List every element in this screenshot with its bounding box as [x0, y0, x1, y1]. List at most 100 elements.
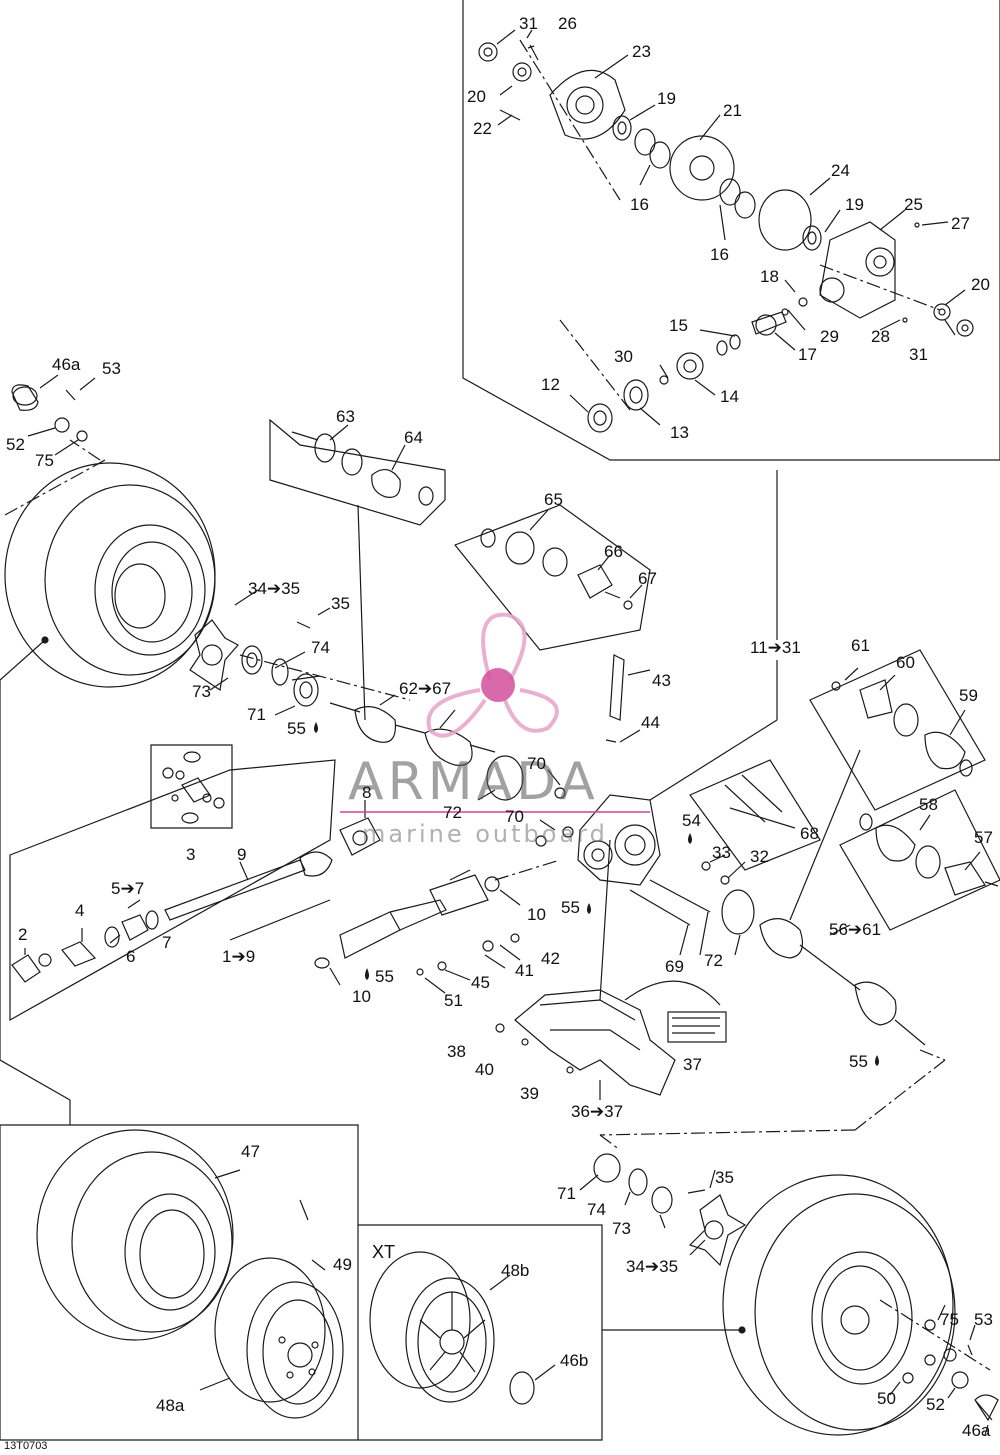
callout-55: 55: [375, 967, 394, 986]
callout-25: 25: [904, 195, 923, 214]
callout-24: 24: [831, 161, 850, 180]
callout-17: 17: [798, 345, 817, 364]
wheel-variants-frame: [0, 1124, 603, 1441]
callout-72: 72: [704, 951, 723, 970]
callout-15: 15: [669, 316, 688, 335]
callout-48a: 48a: [156, 1396, 185, 1415]
callout-46a: 46a: [962, 1421, 991, 1440]
callout-22: 22: [473, 119, 492, 138]
callout-75: 75: [35, 451, 54, 470]
callout-27: 27: [951, 214, 970, 233]
callout-7: 7: [162, 933, 172, 952]
callout-56-61: 56➔61: [829, 920, 882, 939]
callout-58: 58: [919, 795, 938, 814]
callout-55: 55: [561, 898, 580, 917]
callout-55: 55: [849, 1052, 868, 1071]
callout-34-35: 34➔35: [248, 579, 301, 598]
warning-decal: [667, 1011, 727, 1043]
left-hub-assembly: [189, 589, 331, 716]
oil-drop-icon: [587, 903, 591, 914]
callout-37: 37: [683, 1055, 702, 1074]
callout-39: 39: [520, 1084, 539, 1103]
watermark-tagline: marine outboard: [362, 820, 608, 848]
callout-3: 3: [186, 845, 196, 864]
callout-5-7: 5➔7: [111, 879, 145, 898]
callout-12: 12: [541, 375, 560, 394]
callout-62-67: 62➔67: [399, 679, 452, 698]
front-right-tire: [722, 1174, 956, 1436]
callout-34-35: 34➔35: [626, 1257, 679, 1276]
callout-28: 28: [871, 327, 890, 346]
callout-51: 51: [444, 991, 463, 1010]
right-half-shaft: [759, 918, 926, 1046]
front-left-tire: [4, 462, 216, 688]
drive-shaft-9: [164, 859, 306, 921]
callout-75: 75: [940, 1310, 959, 1329]
callout-31: 31: [909, 345, 928, 364]
diagram-code: 13T0703: [4, 1440, 48, 1452]
callout-33: 33: [712, 843, 731, 862]
oil-drop-icon: [688, 833, 692, 844]
callout-67: 67: [638, 569, 657, 588]
callout-70: 70: [505, 807, 524, 826]
callout-29: 29: [820, 327, 839, 346]
watermark-brand: ARMADA: [348, 752, 599, 812]
callout-71: 71: [557, 1184, 576, 1203]
callout-57: 57: [974, 828, 993, 847]
boot-43: [609, 654, 625, 721]
callout-72: 72: [443, 803, 462, 822]
callout-14: 14: [720, 387, 739, 406]
callout-11-31: 11➔31: [750, 638, 801, 657]
callout-23: 23: [632, 42, 651, 61]
callout-1-9: 1➔9: [222, 947, 256, 966]
callout-46a: 46a: [52, 355, 81, 374]
callout-71: 71: [247, 705, 266, 724]
callout-47: 47: [241, 1142, 260, 1161]
callout-13: 13: [670, 423, 689, 442]
callout-21: 21: [723, 101, 742, 120]
cv-joint-kit-box-57-58: [839, 789, 1000, 931]
front-drive-shaft-box: [9, 759, 336, 1022]
callout-31: 31: [519, 14, 538, 33]
skid-plate: [514, 989, 676, 1096]
callout-42: 42: [541, 949, 560, 968]
callout-54: 54: [682, 811, 701, 830]
callout-52: 52: [926, 1395, 945, 1414]
callout-46b: 46b: [560, 1351, 589, 1370]
callout-9: 9: [237, 845, 247, 864]
watermark-propeller-logo: [426, 612, 559, 738]
callout-20: 20: [467, 87, 486, 106]
differential-parts: [478, 29, 974, 433]
standard-tire: [36, 1129, 234, 1341]
cv-joint-kit-box-63-64: [269, 418, 446, 526]
callout-8: 8: [362, 783, 372, 802]
callout-52: 52: [6, 435, 25, 454]
callout-55: 55: [287, 719, 306, 738]
callout-68: 68: [800, 824, 819, 843]
callout-61: 61: [851, 636, 870, 655]
callout-10: 10: [352, 987, 371, 1006]
differential-inset-frame: [462, 0, 1000, 461]
callout-6: 6: [126, 947, 136, 966]
callout-35: 35: [715, 1168, 734, 1187]
cv-kit-63-64: [291, 424, 434, 506]
oil-drop-icon: [875, 1055, 879, 1066]
cv-kit-65-67: [480, 509, 643, 610]
front-housing-bolt-group: [689, 759, 821, 871]
callout-19: 19: [845, 195, 864, 214]
callout-41: 41: [515, 961, 534, 980]
left-half-shaft: [329, 694, 496, 766]
callout-45: 45: [471, 973, 490, 992]
callout-36-37: 36➔37: [571, 1102, 624, 1121]
callout-20: 20: [971, 275, 990, 294]
callout-70: 70: [527, 754, 546, 773]
callout-48b: 48b: [501, 1261, 530, 1280]
front-right-hub-parts: [579, 1153, 747, 1267]
callout-43: 43: [652, 671, 671, 690]
callout-32: 32: [750, 847, 769, 866]
standard-rim: [214, 1199, 344, 1419]
oil-drop-icon: [365, 968, 369, 980]
callout-2: 2: [18, 925, 28, 944]
cv-joint-kit-box-59-61: [809, 649, 986, 811]
